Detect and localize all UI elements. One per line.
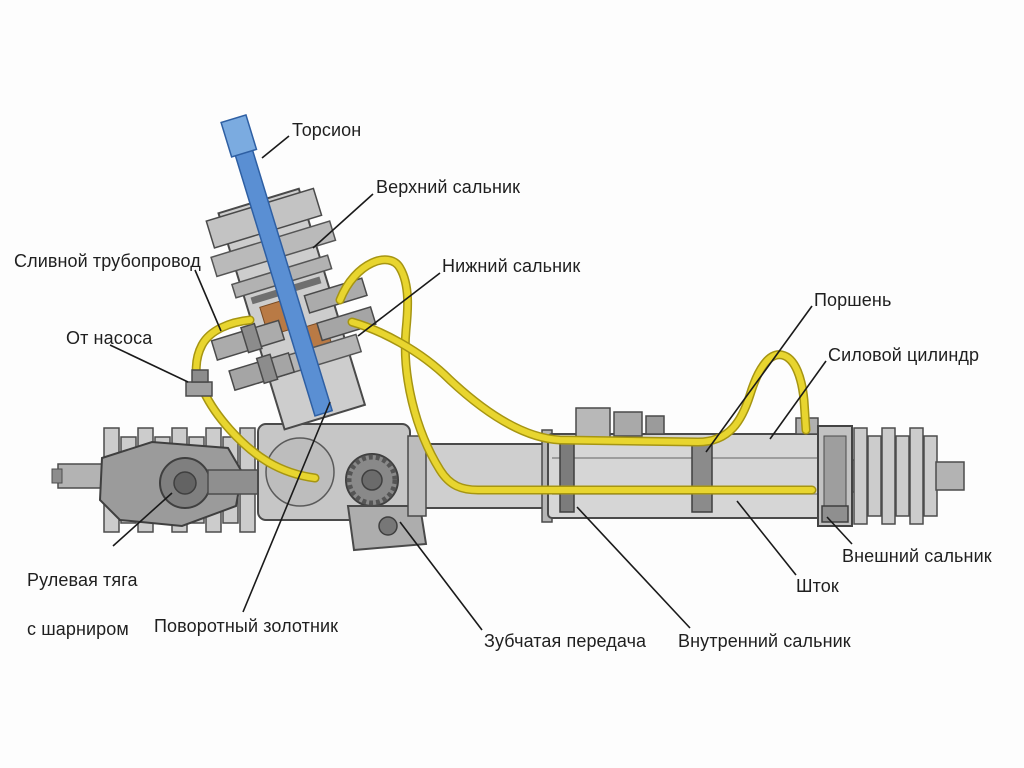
- pinion-housing: [257, 423, 428, 552]
- label-tie-rod: Рулевая тяга с шарниром: [27, 544, 138, 641]
- leader-rotary-valve: [242, 401, 331, 613]
- outer-seal-part: [821, 505, 849, 523]
- leader-piston: [705, 305, 813, 453]
- leader-tie-rod: [112, 492, 173, 547]
- piston-part: [691, 439, 713, 513]
- label-rotary-valve: Поворотный золотник: [154, 616, 339, 636]
- pipe-bottom: [337, 256, 815, 493]
- pump-fitting: [185, 369, 213, 397]
- label-power-cylinder: Силовой цилиндр: [828, 345, 980, 365]
- leader-from-pump: [109, 344, 189, 383]
- label-gear-drive: Зубчатая передача: [484, 631, 647, 651]
- label-inner-seal: Внутренний сальник: [678, 631, 851, 651]
- label-tie-rod-line1: Рулевая тяга: [27, 570, 138, 591]
- label-upper-seal: Верхний сальник: [376, 177, 521, 197]
- inner-seal-part: [559, 439, 575, 513]
- label-lower-seal: Нижний сальник: [442, 256, 581, 276]
- label-rod: Шток: [796, 576, 839, 596]
- label-torsion: Торсион: [292, 120, 362, 140]
- leader-lower-seal: [357, 272, 441, 337]
- leader-inner-seal: [576, 506, 691, 629]
- label-drain-pipe: Сливной трубопровод: [14, 251, 201, 271]
- label-tie-rod-line2: с шарниром: [27, 618, 129, 639]
- leader-gear-drive: [399, 521, 483, 631]
- tube-collar: [407, 435, 427, 517]
- right-end-cap: [817, 425, 853, 527]
- label-from-pump: От насоса: [66, 328, 153, 348]
- right-bellows: [853, 427, 965, 525]
- leader-outer-seal: [826, 516, 853, 545]
- label-outer-seal: Внешний сальник: [842, 546, 992, 566]
- leader-upper-seal: [312, 193, 374, 249]
- torsion-bar-top: [220, 114, 258, 158]
- leader-torsion: [261, 135, 290, 159]
- hydraulic-pipes: [191, 255, 817, 495]
- tie-rod-joint: [51, 440, 304, 528]
- leader-lines: [109, 135, 853, 631]
- rack-tube: [417, 443, 551, 509]
- label-piston: Поршень: [814, 290, 892, 310]
- leader-power-cylinder: [769, 360, 827, 440]
- leader-drain-pipe: [194, 269, 222, 332]
- pipe-top: [349, 319, 809, 446]
- leader-rod: [736, 500, 797, 576]
